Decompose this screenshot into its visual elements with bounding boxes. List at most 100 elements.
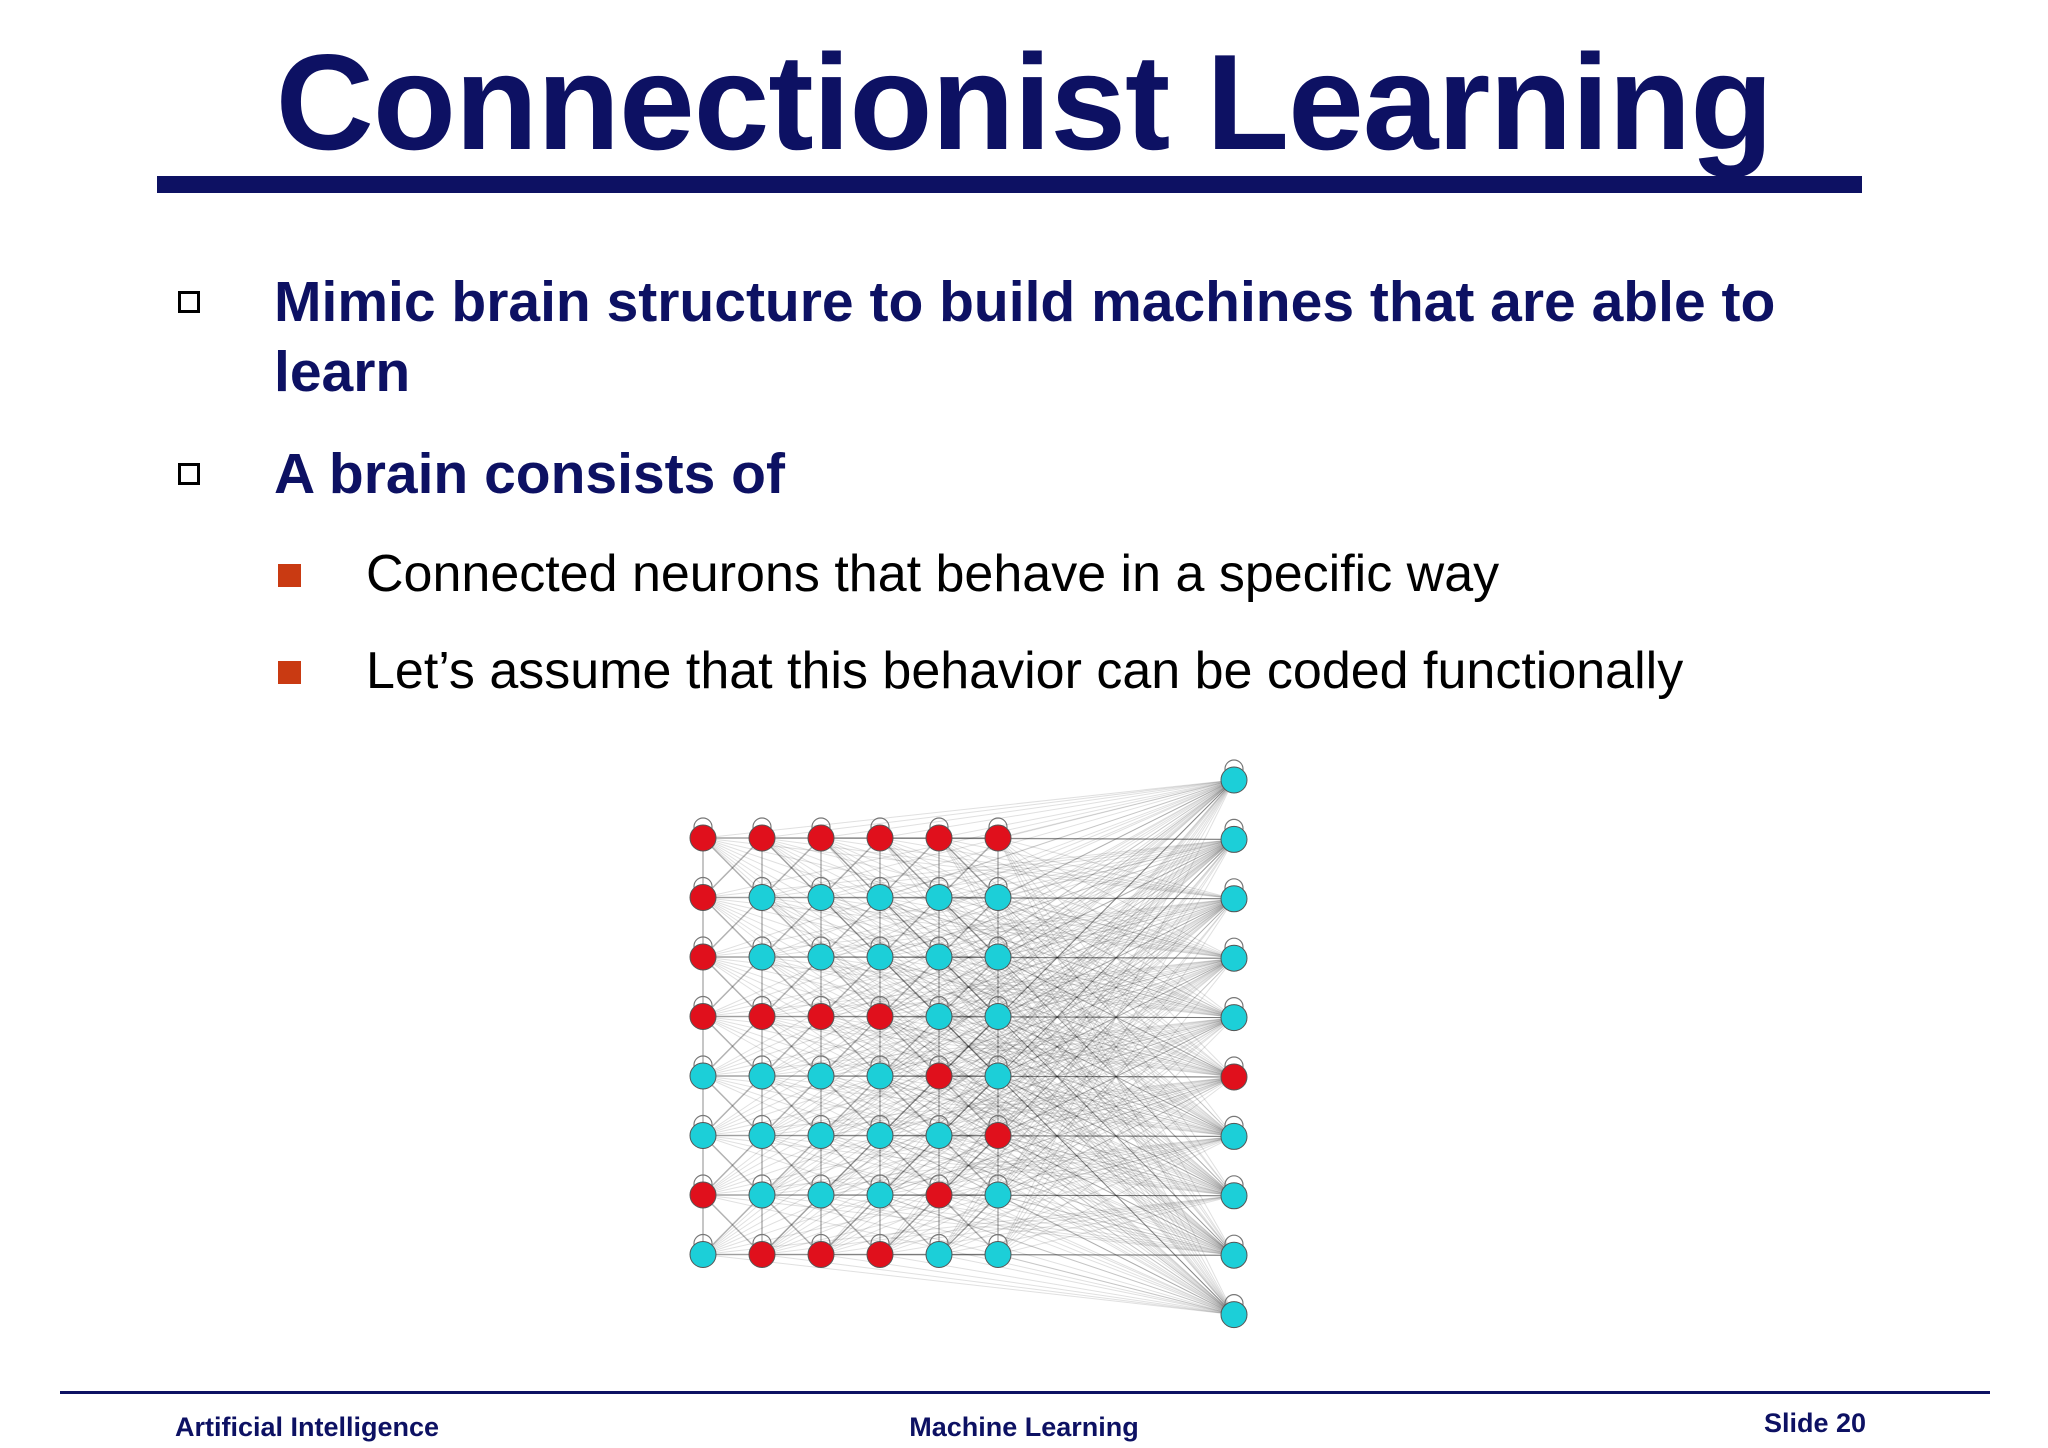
connection-line [702, 898, 1235, 1136]
connection-line [702, 1016, 1235, 1197]
connection-line [702, 1017, 1235, 1077]
connection-line [938, 839, 1235, 1136]
connection-line [702, 956, 1235, 1256]
connection-line [761, 898, 1235, 958]
connection-line [938, 956, 1235, 1019]
connection-line [997, 837, 1235, 1078]
connection-line [820, 779, 1235, 1196]
connection-line [761, 1135, 1235, 1316]
connection-line [997, 897, 1235, 1315]
neuron-node [748, 1233, 776, 1268]
neuron-node [748, 995, 776, 1030]
connection-line [820, 1016, 1235, 1137]
connection-line [820, 1016, 1235, 1316]
connection-line [938, 1076, 1235, 1136]
connection-line [761, 837, 1235, 1137]
connection-line [997, 956, 1235, 1137]
connection-line [820, 837, 881, 899]
connection-line [820, 838, 1235, 1077]
neuron-node [689, 1174, 717, 1209]
connection-line [761, 838, 1235, 1017]
connection-line [820, 1017, 1235, 1255]
connection-line [997, 779, 1235, 958]
filled-square-bullet-icon [278, 661, 301, 684]
neuron-node [866, 995, 894, 1030]
connection-line [702, 957, 1235, 1017]
connection-line [938, 1075, 1235, 1315]
connection-line [702, 837, 1235, 1315]
connection-line [820, 837, 1235, 1137]
connection-line [702, 1135, 1235, 1256]
connection-line [879, 897, 1235, 1078]
connection-line [702, 779, 1235, 1196]
bullet-text: Mimic brain structure to build machines … [274, 270, 1776, 404]
connection-line [702, 838, 1235, 958]
neural-network-image [668, 754, 1268, 1350]
connection-line [702, 837, 1235, 1256]
connection-line [997, 897, 1235, 1078]
connection-line [938, 956, 1235, 1197]
connection-line [997, 1016, 1235, 1315]
connection-line [702, 1135, 1235, 1255]
connection-line [702, 956, 1235, 1019]
connection-line [702, 1016, 1235, 1316]
connection-line [820, 1015, 881, 1077]
connection-line [820, 1076, 1235, 1136]
connection-line [938, 1076, 1235, 1255]
output-neuron-node [1220, 818, 1248, 853]
connection-line [997, 957, 1235, 1136]
connection-line [702, 1194, 1235, 1197]
connection-line [702, 1017, 1235, 1196]
connection-line [938, 956, 1235, 1078]
connection-line [938, 838, 1235, 1017]
connection-line [702, 897, 1235, 1019]
connection-line [761, 897, 1235, 1315]
connection-line [820, 837, 881, 899]
connection-line [879, 1015, 940, 1077]
connection-line [820, 779, 1235, 898]
neuron-node [866, 817, 894, 852]
footer-course: Artificial Intelligence [175, 1412, 440, 1442]
connection-line [938, 1017, 1235, 1077]
output-neuron-node [1220, 878, 1248, 913]
connection-line [938, 779, 1235, 958]
connection-line [997, 839, 1235, 1017]
connection-line [761, 1194, 822, 1256]
connection-line [820, 1075, 1235, 1316]
connection-line [820, 837, 1235, 1256]
connection-line [997, 837, 1235, 900]
neuron-node [866, 1055, 894, 1090]
connection-line [879, 1075, 940, 1137]
neuron-node [984, 1114, 1012, 1149]
connection-line [997, 1017, 1235, 1255]
connection-line [879, 897, 1235, 1019]
connection-line [938, 1194, 999, 1256]
connection-line [702, 1076, 1235, 1136]
connection-line [997, 779, 1235, 1017]
connection-line [702, 837, 1235, 1137]
connection-line [938, 1135, 1235, 1255]
connection-line [997, 1016, 1235, 1137]
connection-line [702, 837, 1235, 900]
connection-line [820, 898, 1235, 1077]
connection-line [879, 957, 1235, 1136]
connection-line [997, 837, 1235, 1315]
connection-line [938, 837, 1235, 1019]
connection-line [702, 1016, 1235, 1078]
output-neuron-node [1220, 937, 1248, 972]
neuron-node [984, 817, 1012, 852]
connection-line [702, 1135, 1235, 1196]
connection-line [820, 1194, 881, 1256]
connection-line [879, 1017, 1235, 1255]
connection-line [997, 956, 1235, 1256]
connection-line [820, 779, 1235, 1017]
connection-line [820, 1194, 1235, 1256]
connection-line [702, 838, 1235, 898]
connection-line [938, 779, 1235, 1196]
connection-line [997, 839, 1235, 1077]
connection-line [938, 1195, 1235, 1255]
connection-line [997, 1135, 1235, 1256]
slide-title: Connectionist Learning [275, 26, 1774, 178]
neuron-node [748, 817, 776, 852]
